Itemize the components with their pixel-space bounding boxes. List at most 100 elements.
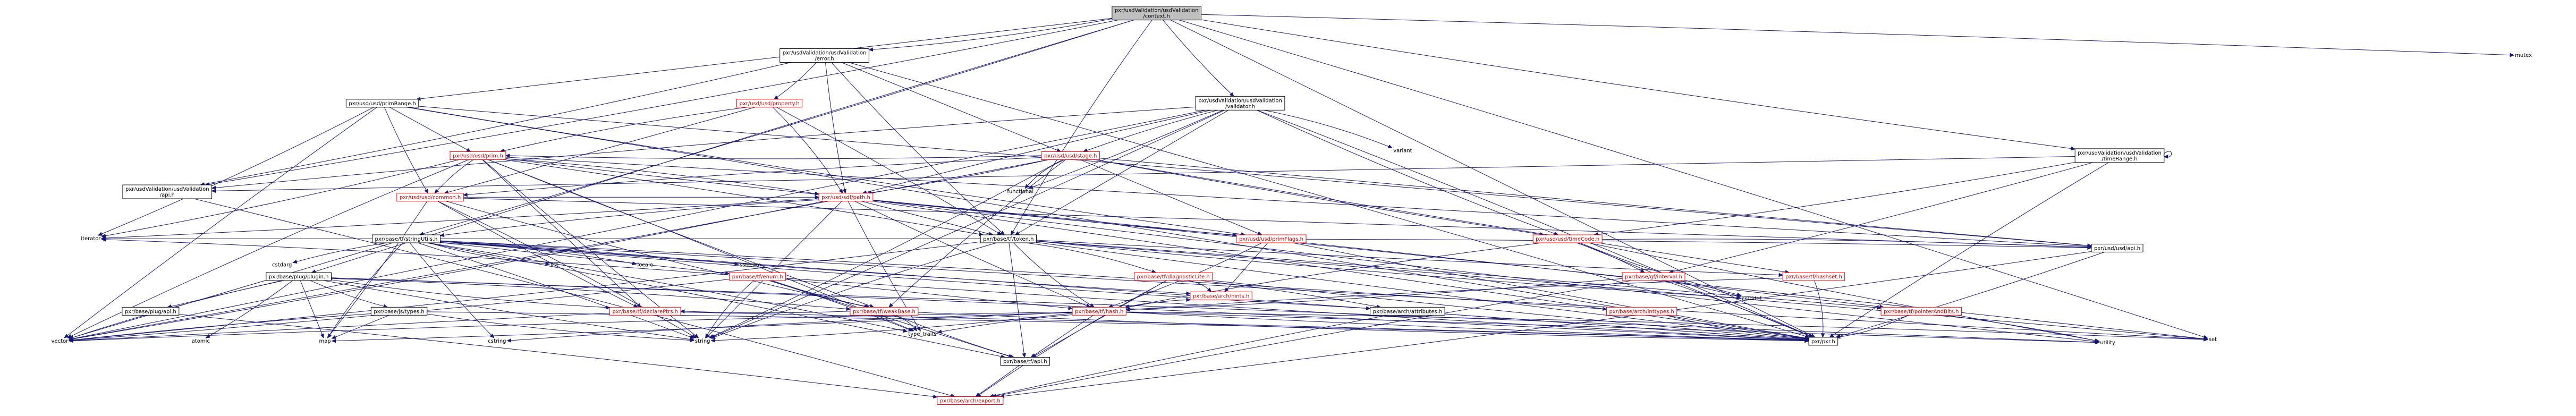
node-jsTypes[interactable]: pxr/base/js/types.h [370,307,428,316]
node-pointerAndBits[interactable]: pxr/base/tf/pointerAndBits.h [1880,307,1962,316]
edge-validator-to-apiV [211,106,1196,190]
edge-path-to-pointerAndBits [872,200,1885,309]
node-sstream: sstream [740,262,761,268]
node-hints[interactable]: pxr/base/arch/hints.h [1190,291,1252,300]
node-enum[interactable]: pxr/base/tf/enum.h [729,272,786,281]
edge-arrowhead [1030,353,1036,358]
node-primFlags[interactable]: pxr/usd/usd/primFlags.h [1236,234,1307,243]
node-property[interactable]: pxr/usd/usd/property.h [736,99,803,108]
node-stage[interactable]: pxr/usd/usd/stage.h [1041,151,1100,160]
edge-arrowhead [1000,231,1005,235]
node-primRange[interactable]: pxr/usd/usd/primRange.h [345,99,419,108]
node-weakBase[interactable]: pxr/base/tf/weakBase.h [850,307,919,316]
edge-line [706,201,842,338]
node-timeCode[interactable]: pxr/usd/usd/timeCode.h [1532,234,1603,243]
edge-prim-to-declarePtrs [482,159,642,308]
edge-path-to-utility [872,200,2100,344]
edge-line [888,159,1066,308]
node-label: pxr/base/tf/weakBase.h [853,309,916,315]
node-hash[interactable]: pxr/base/tf/hash.h [1072,307,1126,316]
edge-apiV-to-export [193,198,956,398]
edge-line [1594,162,2075,235]
edge-token-to-pointerAndBits [1036,241,1882,310]
node-label: pxr/base/js/types.h [374,309,424,315]
edge-pointerAndBits-to-pxr [1835,315,1909,339]
node-box [1000,357,1050,366]
edge-root-to-apiV [205,20,1118,186]
edge-line [1094,159,1544,235]
edge-line [1015,109,1229,235]
edge-line [69,242,393,339]
node-interval[interactable]: pxr/base/gf/interval.h [1622,272,1685,281]
node-plugApi[interactable]: pxr/base/plug/api.h [122,307,180,316]
node-token[interactable]: pxr/base/tf/token.h [980,234,1037,243]
edge-error-to-token [831,62,1005,235]
edge-line [101,198,819,239]
edge-arrowhead [933,394,938,399]
node-label: pxr/base/tf/enum.h [732,274,783,280]
edge-line [98,107,374,236]
edge-line [872,200,2099,342]
node-attributes[interactable]: pxr/base/arch/attributes.h [1370,307,1445,316]
edge-prim-to-common [434,159,474,194]
edge-line [332,315,389,339]
edge-arrowhead [1186,291,1191,296]
node-box [1112,6,1201,21]
node-label: string [695,338,710,344]
edge-line [1944,315,2099,342]
edge-tfApi-to-export [975,365,1020,397]
node-path[interactable]: pxr/usd/sdf/path.h [818,193,874,202]
edge-line [323,280,694,341]
node-stringUtils[interactable]: pxr/base/tf/stringUtils.h [372,234,441,243]
node-export[interactable]: pxr/base/arch/export.h [937,396,1004,405]
node-box [1782,272,1845,281]
node-pxr[interactable]: pxr/pxr.h [1808,337,1838,346]
node-inttypes[interactable]: pxr/base/arch/inttypes.h [1606,307,1677,316]
edge-prim-to-type_traits [487,159,914,332]
node-prim[interactable]: pxr/usd/usd/prim.h [450,151,506,160]
node-root[interactable]: pxr/usdValidation/usdValidation/context.… [1112,6,1201,21]
node-label: /error.h [815,56,834,62]
edge-line [1665,315,1809,339]
edges-layer [64,14,2515,399]
node-hashset[interactable]: pxr/base/tf/hashset.h [1782,272,1845,281]
edge-token-to-tfApi [1009,242,1026,358]
edge-line [872,200,2208,339]
node-tfApi[interactable]: pxr/base/tf/api.h [1000,357,1050,366]
edge-line [1588,242,2099,342]
node-apiUsd[interactable]: pxr/usd/usd/api.h [2091,243,2143,252]
edge-arrowhead [205,334,210,338]
edge-line [1126,312,1809,341]
edge-line [505,158,819,194]
edge-line [332,312,1073,342]
edge-arrowhead [424,189,429,194]
node-iterator: iterator [81,236,101,242]
edge-arrowhead [1835,335,1841,339]
edge-stringUtils-to-cstdarg [292,242,388,264]
edge-timeRange-to-timeCode [1593,162,2075,236]
node-declarePtrs[interactable]: pxr/base/tf/declarePtrs.h [609,307,681,316]
node-label: pxr/base/tf/hashset.h [1785,274,1842,280]
edge-hashset-to-hash [1125,277,1783,312]
edge-line [427,313,694,341]
node-apiV[interactable]: pxr/usdValidation/usdValidation/api.h [122,184,213,199]
node-box [779,48,869,63]
edge-arrowhead [64,334,69,338]
edge-root-to-token [1011,20,1153,236]
edge-line [680,311,851,313]
node-box [818,193,874,202]
node-label: pxr/usd/usd/primRange.h [349,101,416,107]
edge-arrowhead [846,307,851,311]
node-timeRange[interactable]: pxr/usdValidation/usdValidation/timeRang… [2074,148,2165,163]
edge-line [428,242,550,265]
node-plugin[interactable]: pxr/base/plug/plugin.h [266,272,332,281]
edge-line [861,201,993,235]
node-common[interactable]: pxr/usd/usd/common.h [396,193,464,202]
edge-arrowhead [101,237,106,242]
edge-timeCode-to-cstddef [1579,242,1742,296]
edge-line [1036,240,1783,276]
node-diagnosticLite[interactable]: pxr/base/tf/diagnosticLite.h [1134,272,1213,281]
node-validator[interactable]: pxr/usdValidation/usdValidation/validato… [1195,96,1285,111]
node-error[interactable]: pxr/usdValidation/usdValidation/error.h [779,48,869,63]
